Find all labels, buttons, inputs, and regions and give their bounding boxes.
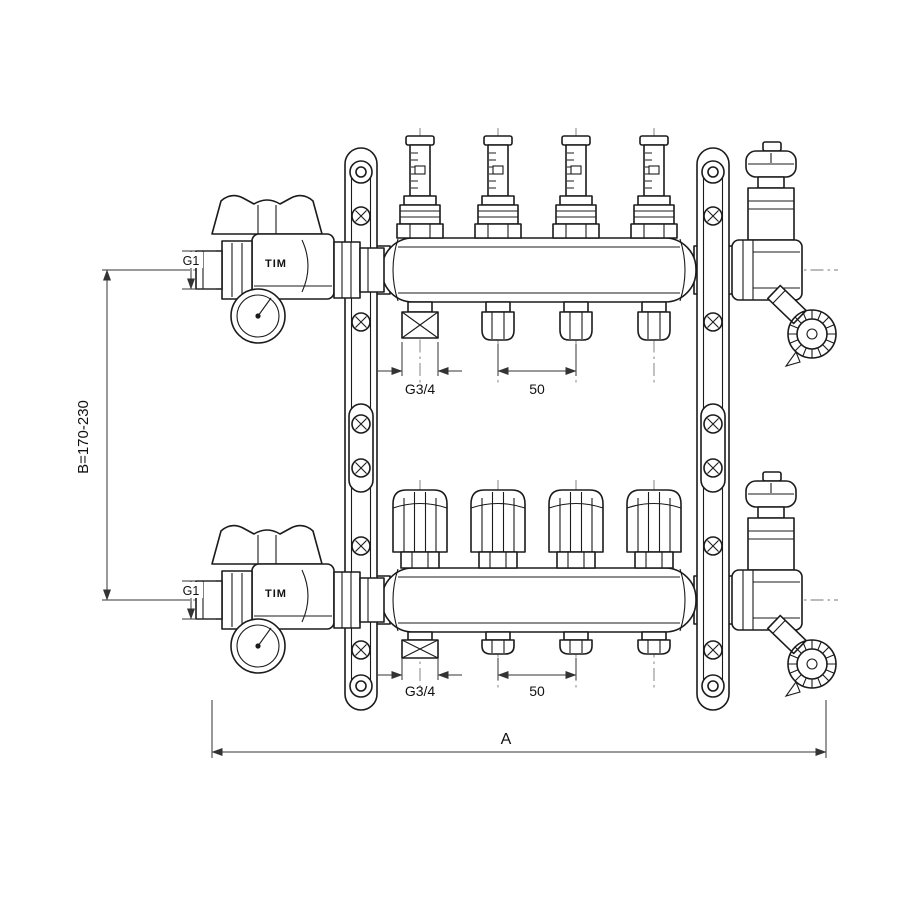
dimension-lines [102,250,827,758]
flow-meter-2 [474,135,522,239]
flow-meter-4 [630,135,678,239]
outlet-fitting-g34-bottom [401,631,439,659]
air-vent-assembly-bottom [731,471,837,697]
valve-knob-3 [548,489,604,569]
label-backing [179,582,203,598]
mounting-bracket-right [697,148,729,710]
label-g1-top: G1 [183,254,200,268]
air-vent-assembly-top [731,141,837,367]
outlet-fitting-g34-top [401,301,439,339]
flow-meter-3 [552,135,600,239]
label-b-dimension: B=170-230 [75,400,92,474]
drawing-labels: G1 G1 B=170-230 A G3/4 50 G3/4 50 TIM TI… [75,252,545,748]
outlet-nipple [637,631,671,655]
valve-knob-2 [470,489,526,569]
brand-mark-top: TIM [265,258,287,270]
manifold-top [381,237,697,303]
outlet-nipple [559,631,593,655]
label-backing [179,252,203,268]
label-50-bottom: 50 [529,683,545,699]
outlet-nipple [481,631,515,655]
outlet-nipple [481,301,515,341]
label-g34-top: G3/4 [405,381,436,397]
brand-mark-bottom: TIM [265,588,287,600]
label-50-top: 50 [529,381,545,397]
outlet-nipple [637,301,671,341]
valve-knob-4 [626,489,682,569]
flow-meter-1 [396,135,444,239]
valve-knob-1 [392,489,448,569]
label-g34-bottom: G3/4 [405,683,436,699]
label-g1-bottom: G1 [183,584,200,598]
manifold-bottom [381,567,697,633]
label-a-dimension: A [501,731,512,748]
outlet-nipple [559,301,593,341]
